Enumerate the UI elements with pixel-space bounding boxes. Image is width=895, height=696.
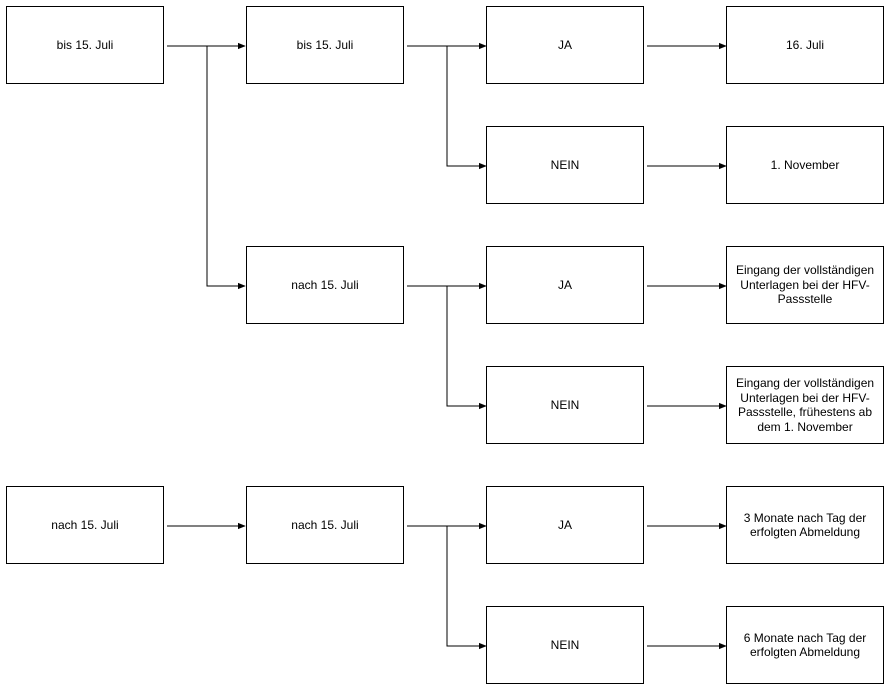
- node-c1-label: JA: [557, 37, 572, 52]
- arrow-b2-c4: [446, 286, 487, 410]
- node-d4-result: Eingang der vollständigen Unterlagen bei…: [726, 366, 884, 444]
- node-a2-label: nach 15. Juli: [51, 517, 119, 532]
- node-d2-label: 1. November: [770, 157, 840, 172]
- node-d4-label: Eingang der vollständigen Unterlagen bei…: [735, 376, 875, 434]
- node-d1-label: 16. Juli: [785, 37, 825, 52]
- arrow-a1-b2: [206, 46, 246, 290]
- node-c1-answer-yes: JA: [486, 6, 644, 84]
- node-b2-label: nach 15. Juli: [291, 277, 359, 292]
- node-d5-label: 3 Monate nach Tag der erfolgten Abmeldun…: [743, 510, 867, 540]
- arrow-b1-c2: [446, 46, 487, 170]
- node-c6-answer-no: NEIN: [486, 606, 644, 684]
- node-c4-answer-no: NEIN: [486, 366, 644, 444]
- node-b2-deregistration-date: nach 15. Juli: [246, 246, 404, 324]
- node-c2-label: NEIN: [550, 157, 580, 172]
- node-d2-result: 1. November: [726, 126, 884, 204]
- node-b1-deregistration-date: bis 15. Juli: [246, 6, 404, 84]
- node-c4-label: NEIN: [550, 397, 580, 412]
- node-c3-label: JA: [557, 277, 572, 292]
- node-a1-label: bis 15. Juli: [56, 37, 114, 52]
- node-d6-result: 6 Monate nach Tag der erfolgten Abmeldun…: [726, 606, 884, 684]
- node-d1-result: 16. Juli: [726, 6, 884, 84]
- node-d5-result: 3 Monate nach Tag der erfolgten Abmeldun…: [726, 486, 884, 564]
- node-c5-answer-yes: JA: [486, 486, 644, 564]
- node-c3-answer-yes: JA: [486, 246, 644, 324]
- node-d3-result: Eingang der vollständigen Unterlagen bei…: [726, 246, 884, 324]
- node-c6-label: NEIN: [550, 637, 580, 652]
- node-a2-registration-date: nach 15. Juli: [6, 486, 164, 564]
- node-b3-deregistration-date: nach 15. Juli: [246, 486, 404, 564]
- arrow-b3-c6: [446, 526, 487, 650]
- node-a1-registration-date: bis 15. Juli: [6, 6, 164, 84]
- node-b3-label: nach 15. Juli: [291, 517, 359, 532]
- node-d6-label: 6 Monate nach Tag der erfolgten Abmeldun…: [743, 630, 867, 660]
- node-b1-label: bis 15. Juli: [296, 37, 354, 52]
- node-c5-label: JA: [557, 517, 572, 532]
- node-c2-answer-no: NEIN: [486, 126, 644, 204]
- node-d3-label: Eingang der vollständigen Unterlagen bei…: [735, 263, 875, 307]
